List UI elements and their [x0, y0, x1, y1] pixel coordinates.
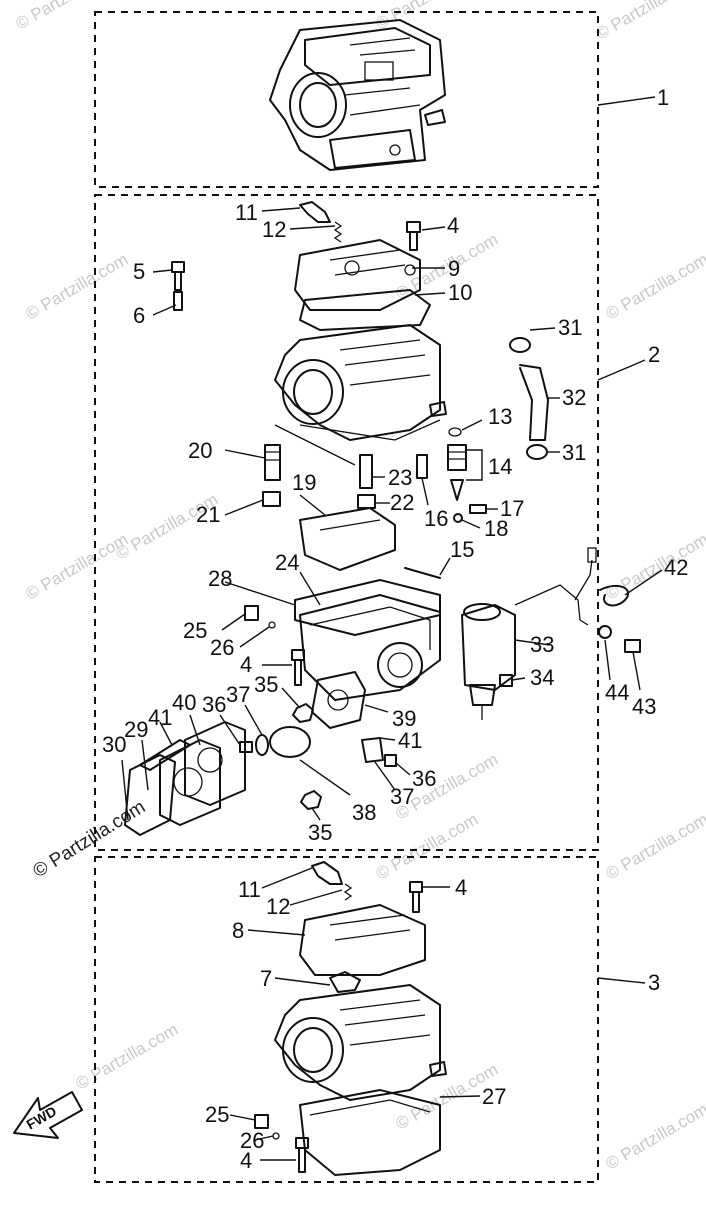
- callout-33: 33: [530, 632, 554, 657]
- callout-21: 21: [196, 502, 220, 527]
- callout-7: 7: [260, 966, 272, 991]
- callout-22: 22: [390, 490, 414, 515]
- callout-31-upper: 31: [558, 315, 582, 340]
- watermark-9: © Partzilla.com: [603, 530, 706, 604]
- watermark-6: © Partzilla.com: [603, 250, 706, 324]
- watermark-3: © Partzilla.com: [593, 0, 702, 43]
- fwd-label: FWD: [24, 1103, 60, 1133]
- callout-42: 42: [664, 555, 688, 580]
- callout-28: 28: [208, 566, 232, 591]
- callout-34: 34: [530, 665, 554, 690]
- watermark-15: © Partzilla.com: [603, 1100, 706, 1174]
- callout-3: 3: [648, 970, 660, 995]
- watermark-12: © Partzilla.com: [603, 810, 706, 884]
- callout-37-upper: 37: [226, 682, 250, 707]
- callout-41-left: 41: [148, 705, 172, 730]
- callout-9: 9: [448, 256, 460, 281]
- watermark-4: © Partzilla.com: [23, 250, 132, 324]
- watermark-layer: © Partzilla.com © Partzilla.com © Partzi…: [13, 0, 706, 1173]
- callout-2: 2: [648, 342, 660, 367]
- callout-16: 16: [424, 506, 448, 531]
- callout-4-bottom-lower: 4: [240, 1148, 252, 1173]
- callout-8: 8: [232, 918, 244, 943]
- callout-5: 5: [133, 259, 145, 284]
- callout-38: 38: [352, 800, 376, 825]
- callout-4-middle: 4: [240, 652, 252, 677]
- watermark-1: © Partzilla.com: [13, 0, 122, 33]
- callout-11-middle: 11: [235, 200, 258, 225]
- callout-27: 27: [482, 1084, 506, 1109]
- callout-11-bottom: 11: [238, 877, 261, 902]
- callout-40: 40: [172, 690, 196, 715]
- callout-26-middle: 26: [210, 635, 234, 660]
- callout-25-middle: 25: [183, 618, 207, 643]
- callout-19: 19: [292, 470, 316, 495]
- callout-29: 29: [124, 717, 148, 742]
- callout-14: 14: [488, 454, 512, 479]
- carburetor-assembly-top: [270, 20, 445, 170]
- callout-20: 20: [188, 438, 212, 463]
- callout-23: 23: [388, 465, 412, 490]
- callout-25-bottom: 25: [205, 1102, 229, 1127]
- callout-4-upper: 4: [447, 213, 459, 238]
- callout-24: 24: [275, 550, 299, 575]
- callout-6: 6: [133, 303, 145, 328]
- callout-31-lower: 31: [562, 440, 586, 465]
- callout-41-right: 41: [398, 728, 422, 753]
- callout-13: 13: [488, 404, 512, 429]
- callout-4-bottom-upper: 4: [455, 875, 467, 900]
- callout-15: 15: [450, 537, 474, 562]
- callout-36-left: 36: [202, 692, 226, 717]
- callout-12-middle: 12: [262, 217, 286, 242]
- callout-18: 18: [484, 516, 508, 541]
- callout-1: 1: [657, 85, 669, 110]
- watermark-5: © Partzilla.com: [393, 230, 502, 304]
- callout-12-bottom: 12: [266, 894, 290, 919]
- copyright-notice: © Partzilla.com: [30, 797, 150, 883]
- fwd-direction-arrow: FWD: [14, 1092, 82, 1138]
- callout-35-lower: 35: [308, 820, 332, 845]
- callout-43: 43: [632, 694, 656, 719]
- callout-44: 44: [605, 680, 629, 705]
- callout-35-upper: 35: [254, 672, 278, 697]
- callout-30: 30: [102, 732, 126, 757]
- watermark-13: © Partzilla.com: [73, 1020, 182, 1094]
- callout-32: 32: [562, 385, 586, 410]
- watermark-7: © Partzilla.com: [23, 530, 132, 604]
- callout-37-lower: 37: [390, 784, 414, 809]
- callout-10: 10: [448, 280, 472, 305]
- watermark-11: © Partzilla.com: [373, 810, 482, 884]
- callout-36-right: 36: [412, 766, 436, 791]
